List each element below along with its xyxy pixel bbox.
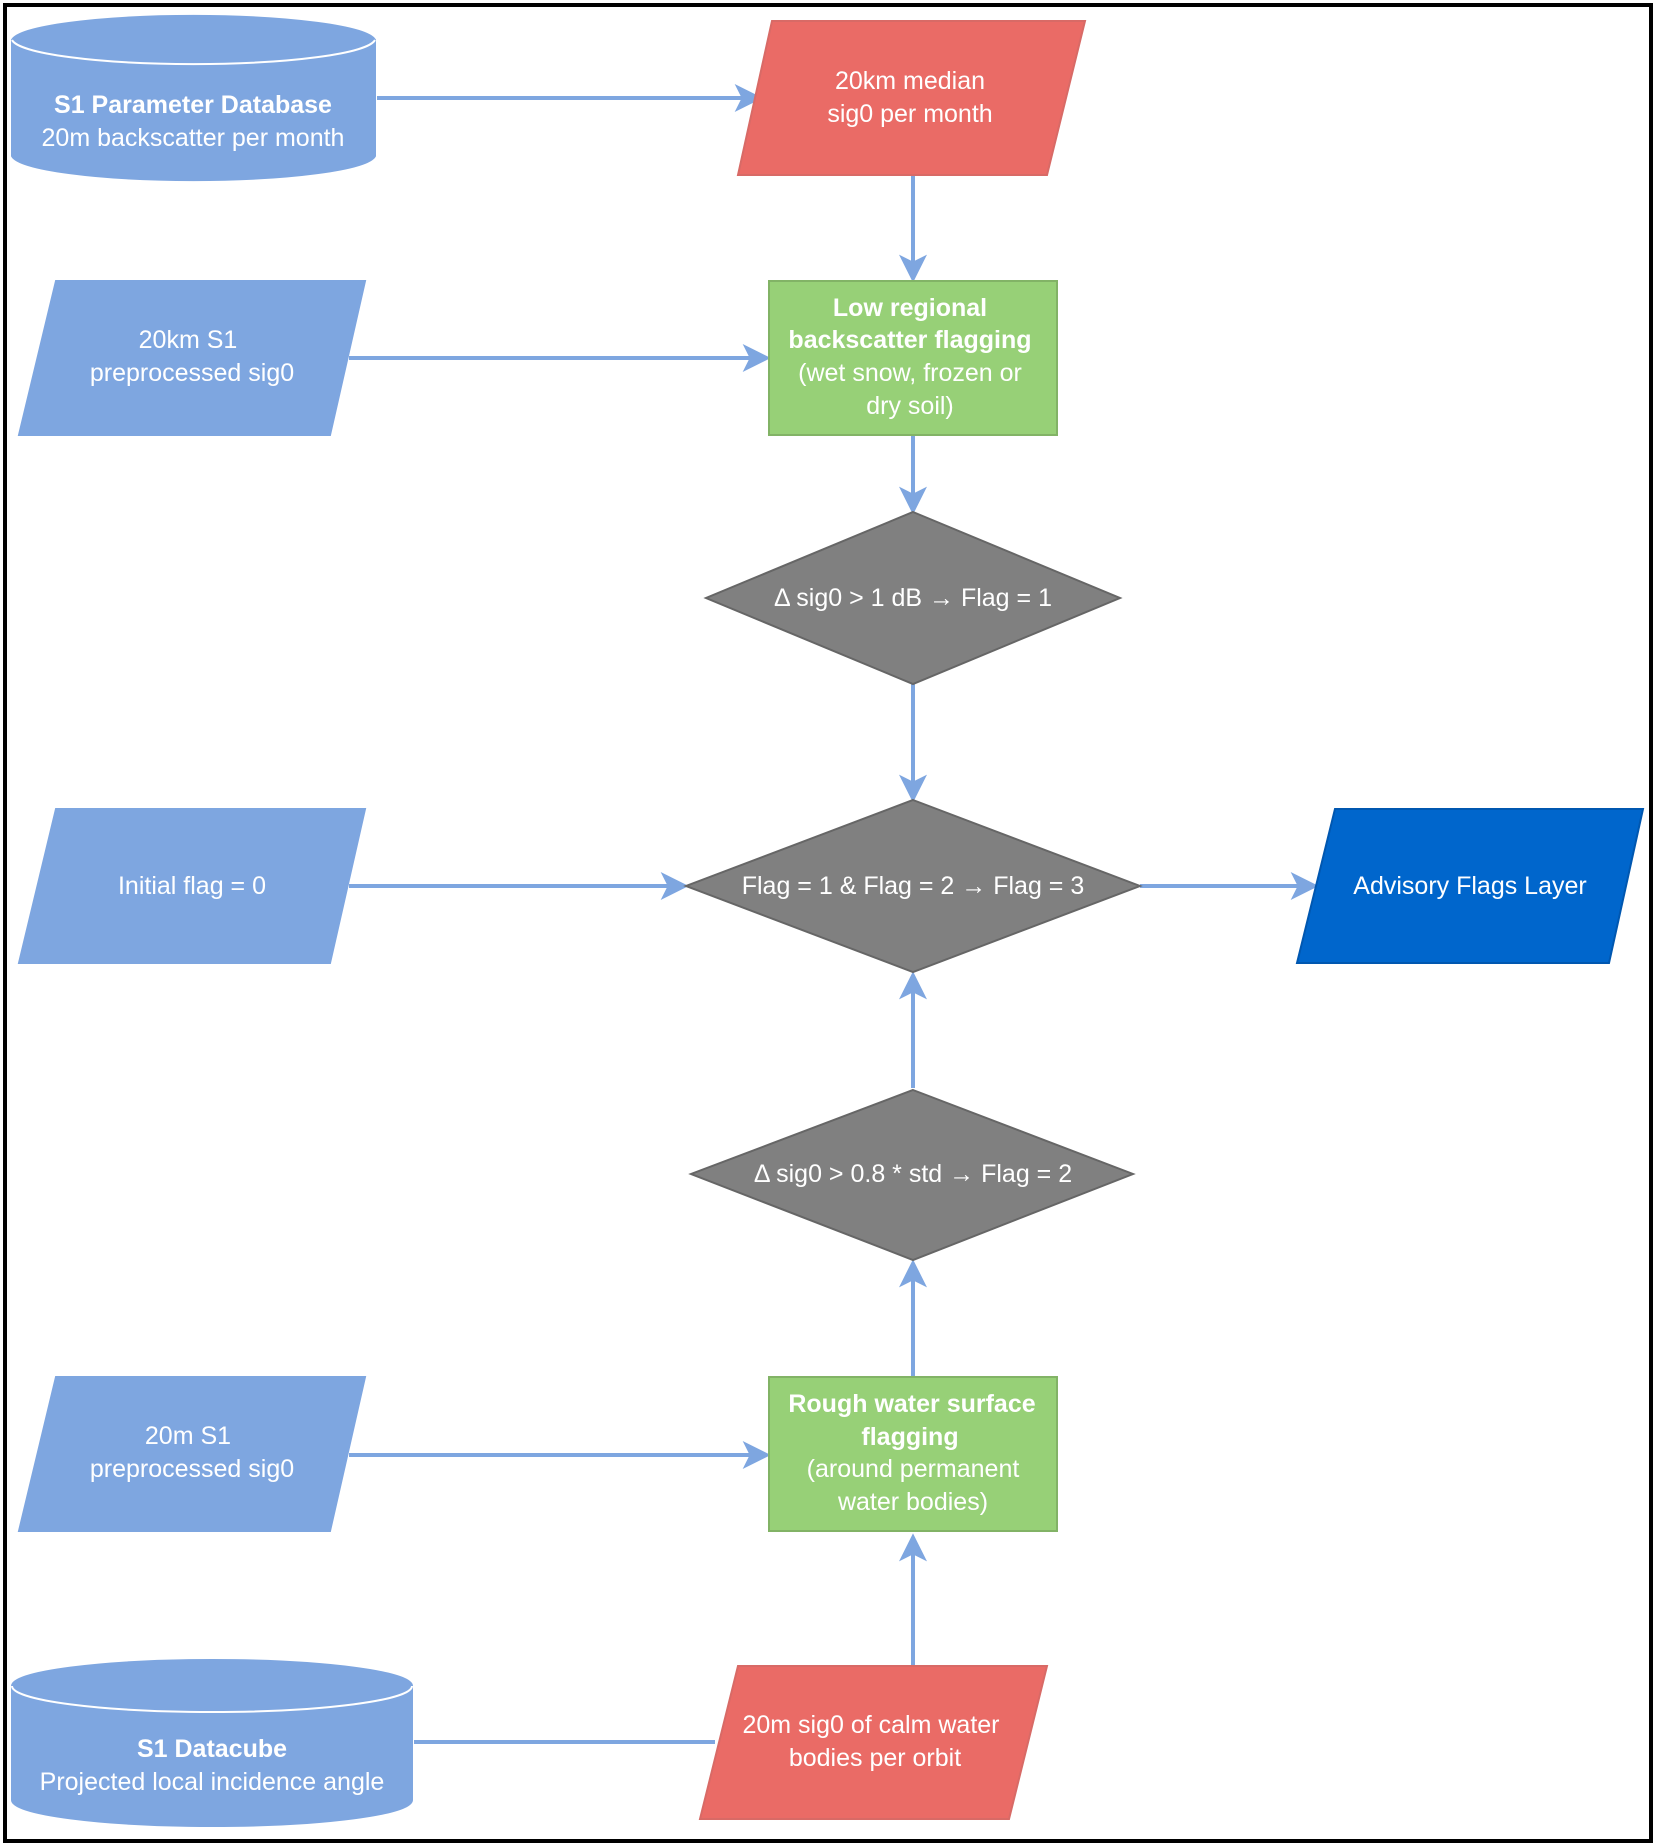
low-regional-title-line1: Low regional [833,294,987,322]
s1-datacube-node: S1 Datacube Projected local incidence an… [11,1659,413,1827]
decision-1db-node: Δ sig0 > 1 dB → Flag = 1 [703,510,1123,686]
calm-water-line2: bodies per orbit [789,1744,961,1772]
low-regional-sub-line1: (wet snow, frozen or [798,359,1022,387]
initial-flag-node: Initial flag = 0 [17,808,367,964]
low-regional-sub-line2: dry soil) [866,392,954,420]
s1-parameter-database-subtitle: 20m backscatter per month [42,124,345,152]
low-regional-flagging-node: Low regional backscatter flagging (wet s… [768,280,1058,436]
km20-preprocessed-node: 20km S1 preprocessed sig0 [17,280,367,436]
median-sig0-node: 20km median sig0 per month [736,20,1087,176]
decision-combine-label: Flag = 1 & Flag = 2 → Flag = 3 [742,872,1085,900]
advisory-flags-layer-node: Advisory Flags Layer [1295,808,1645,964]
decision-combine-node: Flag = 1 & Flag = 2 → Flag = 3 [683,798,1143,974]
m20-preprocessed-line1: 20m S1 [145,1422,231,1450]
rough-water-title-line2: flagging [861,1423,958,1451]
advisory-flags-layer-label: Advisory Flags Layer [1353,872,1586,900]
s1-parameter-database-node: S1 Parameter Database 20m backscatter pe… [11,14,376,182]
calm-water-node: 20m sig0 of calm water bodies per orbit [698,1665,1049,1820]
decision-std-label: Δ sig0 > 0.8 * std → Flag = 2 [754,1160,1072,1188]
initial-flag-label: Initial flag = 0 [118,872,266,900]
rough-water-title-line1: Rough water surface [788,1390,1035,1418]
s1-datacube-subtitle: Projected local incidence angle [40,1768,385,1796]
m20-preprocessed-node: 20m S1 preprocessed sig0 [17,1376,367,1532]
median-sig0-line2: sig0 per month [827,100,992,128]
m20-preprocessed-line2: preprocessed sig0 [90,1455,294,1483]
s1-datacube-title: S1 Datacube [137,1735,287,1763]
decision-1db-label: Δ sig0 > 1 dB → Flag = 1 [774,584,1052,612]
rough-water-flagging-node: Rough water surface flagging (around per… [768,1376,1058,1532]
km20-preprocessed-line1: 20km S1 [139,326,238,354]
calm-water-line1: 20m sig0 of calm water [742,1711,999,1739]
km20-preprocessed-line2: preprocessed sig0 [90,359,294,387]
median-sig0-line1: 20km median [835,67,985,95]
connectors [349,84,1319,1744]
decision-std-node: Δ sig0 > 0.8 * std → Flag = 2 [688,1088,1136,1262]
low-regional-title-line2: backscatter flagging [788,326,1031,354]
rough-water-sub-line2: water bodies) [837,1488,988,1516]
rough-water-sub-line1: (around permanent [807,1455,1020,1483]
s1-parameter-database-title: S1 Parameter Database [54,91,332,119]
